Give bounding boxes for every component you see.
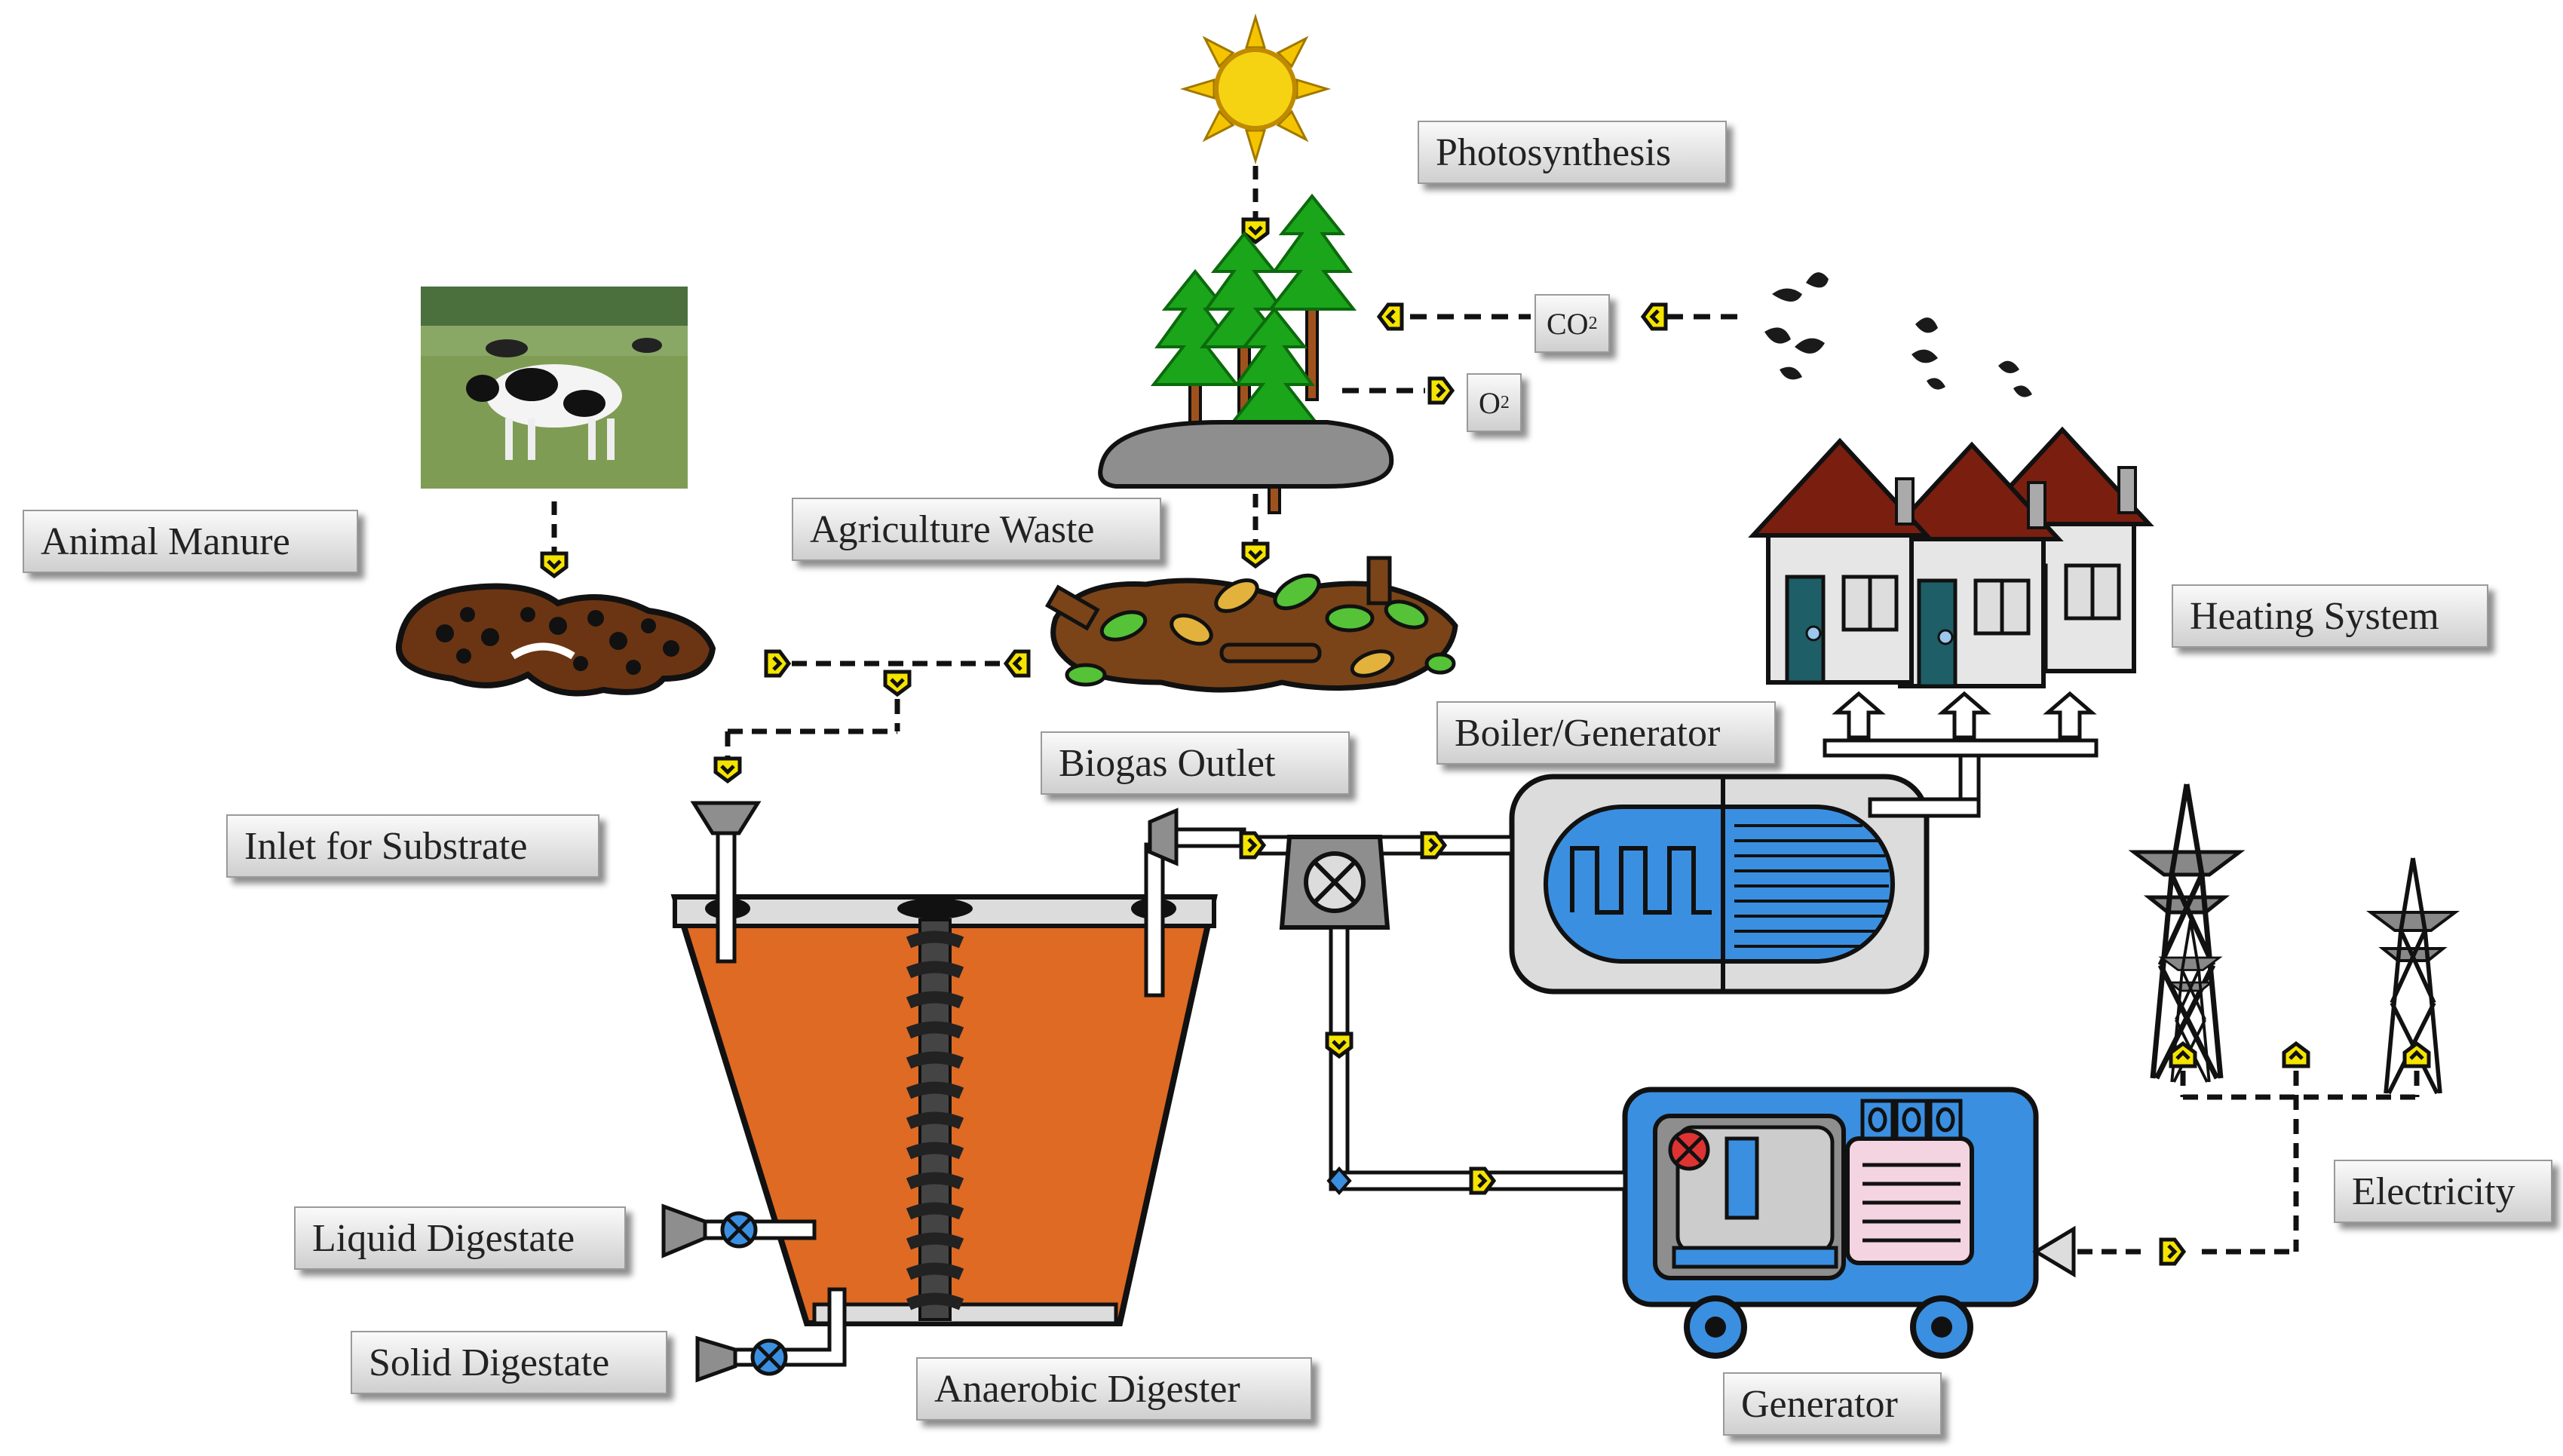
digester-icon xyxy=(670,801,1246,1326)
sun-icon xyxy=(1179,13,1332,165)
label-anaerobic-digester: Anaerobic Digester xyxy=(916,1357,1312,1421)
generator-icon xyxy=(1622,1087,2076,1359)
label-inlet-for-substrate: Inlet for Substrate xyxy=(226,814,599,878)
smoke-icon xyxy=(1764,272,2032,397)
label-heating-system: Heating System xyxy=(2172,584,2488,648)
label-biogas-outlet: Biogas Outlet xyxy=(1041,731,1350,795)
arrow-down-icon xyxy=(1243,544,1268,566)
arrow-down-icon xyxy=(885,672,909,694)
arrow-down-icon xyxy=(716,759,740,781)
label-agriculture-waste: Agriculture Waste xyxy=(792,498,1161,561)
arrow-left-icon xyxy=(1379,305,1402,329)
arrow-up-icon xyxy=(2405,1044,2429,1066)
label-photosynthesis: Photosynthesis xyxy=(1418,121,1727,184)
cow-photo-image xyxy=(421,287,688,489)
label-co2-main: CO xyxy=(1547,306,1589,341)
forest-icon xyxy=(1098,195,1394,514)
arrow-right-icon xyxy=(766,651,789,676)
houses-icon xyxy=(1753,430,2149,686)
arrow-up-icon xyxy=(2284,1044,2308,1066)
agriculture-waste-icon xyxy=(1044,556,1458,693)
label-solid-digestate: Solid Digestate xyxy=(351,1331,667,1394)
label-liquid-digestate: Liquid Digestate xyxy=(294,1206,626,1270)
label-o2-main: O xyxy=(1479,385,1501,420)
boiler-icon xyxy=(1509,774,1930,995)
liquid-digestate-valve-icon xyxy=(661,1203,817,1258)
label-electricity: Electricity xyxy=(2334,1160,2552,1223)
label-o2-sub: 2 xyxy=(1500,392,1510,412)
solid-digestate-valve-icon xyxy=(695,1287,847,1383)
arrow-left-icon xyxy=(1643,305,1666,329)
arrow-right-icon xyxy=(1430,379,1452,403)
label-animal-manure: Animal Manure xyxy=(23,510,358,573)
arrow-right-icon xyxy=(2161,1240,2184,1264)
arrow-left-icon xyxy=(1006,651,1029,676)
label-co2-sub: 2 xyxy=(1588,313,1598,333)
label-boiler-generator: Boiler/Generator xyxy=(1436,701,1776,765)
gas-pipeline xyxy=(1242,835,1627,1196)
arrow-down-icon xyxy=(542,553,566,576)
manure-icon xyxy=(395,583,716,697)
label-generator: Generator xyxy=(1723,1372,1942,1436)
